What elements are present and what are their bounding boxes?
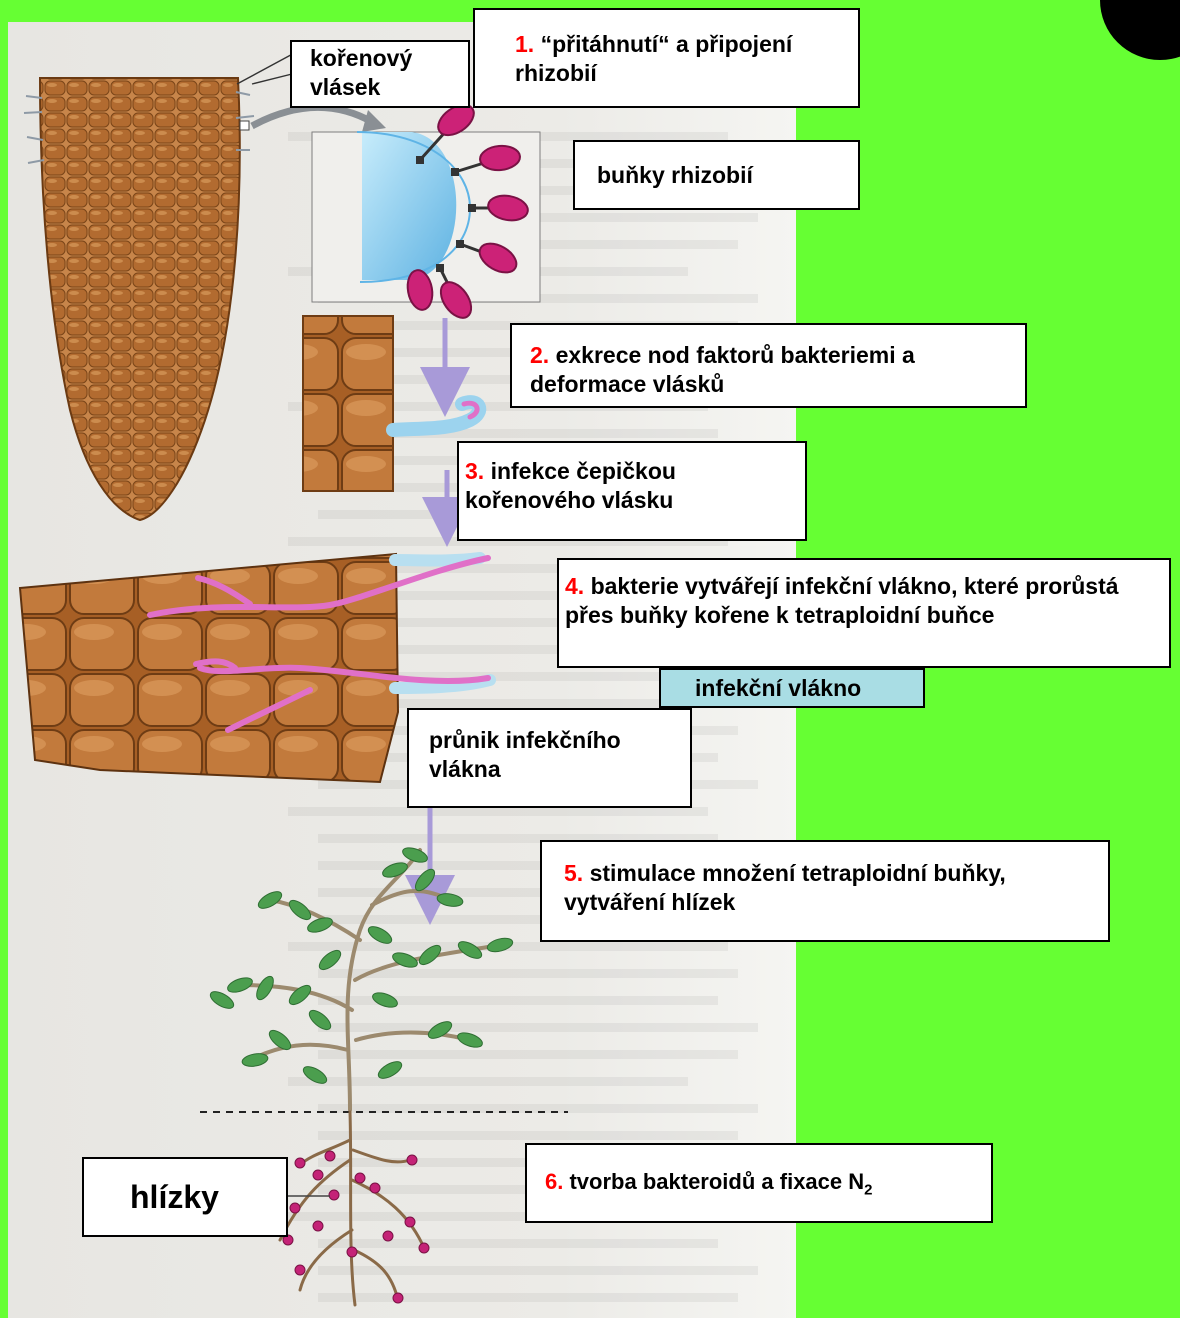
nodule xyxy=(295,1265,305,1275)
step-5-box: 5. stimulace množení tetraploidní buňky,… xyxy=(540,840,1110,942)
step-2-box: 2. exkrece nod faktorů bakteriemi a defo… xyxy=(510,323,1027,408)
label-infection-thread: infekční vlákno xyxy=(659,668,925,708)
leaf xyxy=(456,938,485,961)
nodules-label-text: hlízky xyxy=(130,1179,219,1215)
leaf xyxy=(256,888,285,911)
root-hair-curl-icon xyxy=(303,316,479,491)
leaf xyxy=(436,892,464,908)
down-arrow-icon xyxy=(430,318,447,900)
step-6-box: 6. tvorba bakteroidů a fixace N2 xyxy=(525,1143,993,1223)
leaf xyxy=(486,936,514,954)
nodule xyxy=(347,1247,357,1257)
nodule xyxy=(393,1293,403,1303)
step-6-subscript: 2 xyxy=(864,1181,872,1198)
leaf xyxy=(316,947,344,973)
infection-thread-label-text: infekční vlákno xyxy=(695,675,861,701)
step-5-text: stimulace množení tetraploidní buňky, vy… xyxy=(564,860,1006,915)
leaf xyxy=(366,923,395,946)
root-hair-label-text: kořenový vlásek xyxy=(310,45,412,100)
step-5-number: 5. xyxy=(564,860,583,886)
step-4-number: 4. xyxy=(565,573,584,599)
leaf xyxy=(401,845,430,865)
nodule xyxy=(355,1173,365,1183)
step-6-text: tvorba bakteroidů a fixace N xyxy=(569,1169,864,1194)
leaf xyxy=(306,1007,334,1033)
step-4-box: 4. bakterie vytvářejí infekční vlákno, k… xyxy=(557,558,1171,668)
leaf xyxy=(456,1030,485,1050)
leaf xyxy=(426,1018,455,1041)
nodule xyxy=(290,1203,300,1213)
nodule xyxy=(313,1170,323,1180)
leaf xyxy=(286,982,314,1008)
label-nodules: hlízky xyxy=(82,1157,288,1237)
leaf xyxy=(371,990,400,1010)
step-3-box: 3. infekce čepičkou kořenového vlásku xyxy=(457,441,807,541)
step-3-number: 3. xyxy=(465,458,484,484)
step-4-text: bakterie vytvářejí infekční vlákno, kter… xyxy=(565,573,1119,628)
step-1-text: “přitáhnutí“ a připojení rhizobií xyxy=(515,31,792,86)
leaf xyxy=(241,1052,269,1068)
nodule xyxy=(419,1243,429,1253)
rhizobia-cells-label-text: buňky rhizobií xyxy=(597,162,753,188)
label-rhizobia-cells: buňky rhizobií xyxy=(573,140,860,210)
thread-penetration-label-text: průnik infekčního vlákna xyxy=(429,727,621,782)
nodule xyxy=(295,1158,305,1168)
step-1-box: 1. “přitáhnutí“ a připojení rhizobií xyxy=(473,8,860,108)
leaf xyxy=(376,1058,405,1081)
leaf xyxy=(226,975,255,995)
nodule xyxy=(405,1217,415,1227)
nodule xyxy=(329,1190,339,1200)
label-thread-penetration: průnik infekčního vlákna xyxy=(407,708,692,808)
nodule xyxy=(325,1151,335,1161)
step-1-number: 1. xyxy=(515,31,534,57)
step-2-text: exkrece nod faktorů bakteriemi a deforma… xyxy=(530,342,915,397)
step-6-number: 6. xyxy=(545,1169,563,1194)
step-3-text: infekce čepičkou kořenového vlásku xyxy=(465,458,676,513)
nodule xyxy=(383,1231,393,1241)
leaf xyxy=(301,1063,330,1086)
step-2-number: 2. xyxy=(530,342,549,368)
leaf xyxy=(391,950,420,970)
nodule xyxy=(370,1183,380,1193)
nodule xyxy=(313,1221,323,1231)
nodule xyxy=(407,1155,417,1165)
label-root-hair: kořenový vlásek xyxy=(290,40,470,108)
